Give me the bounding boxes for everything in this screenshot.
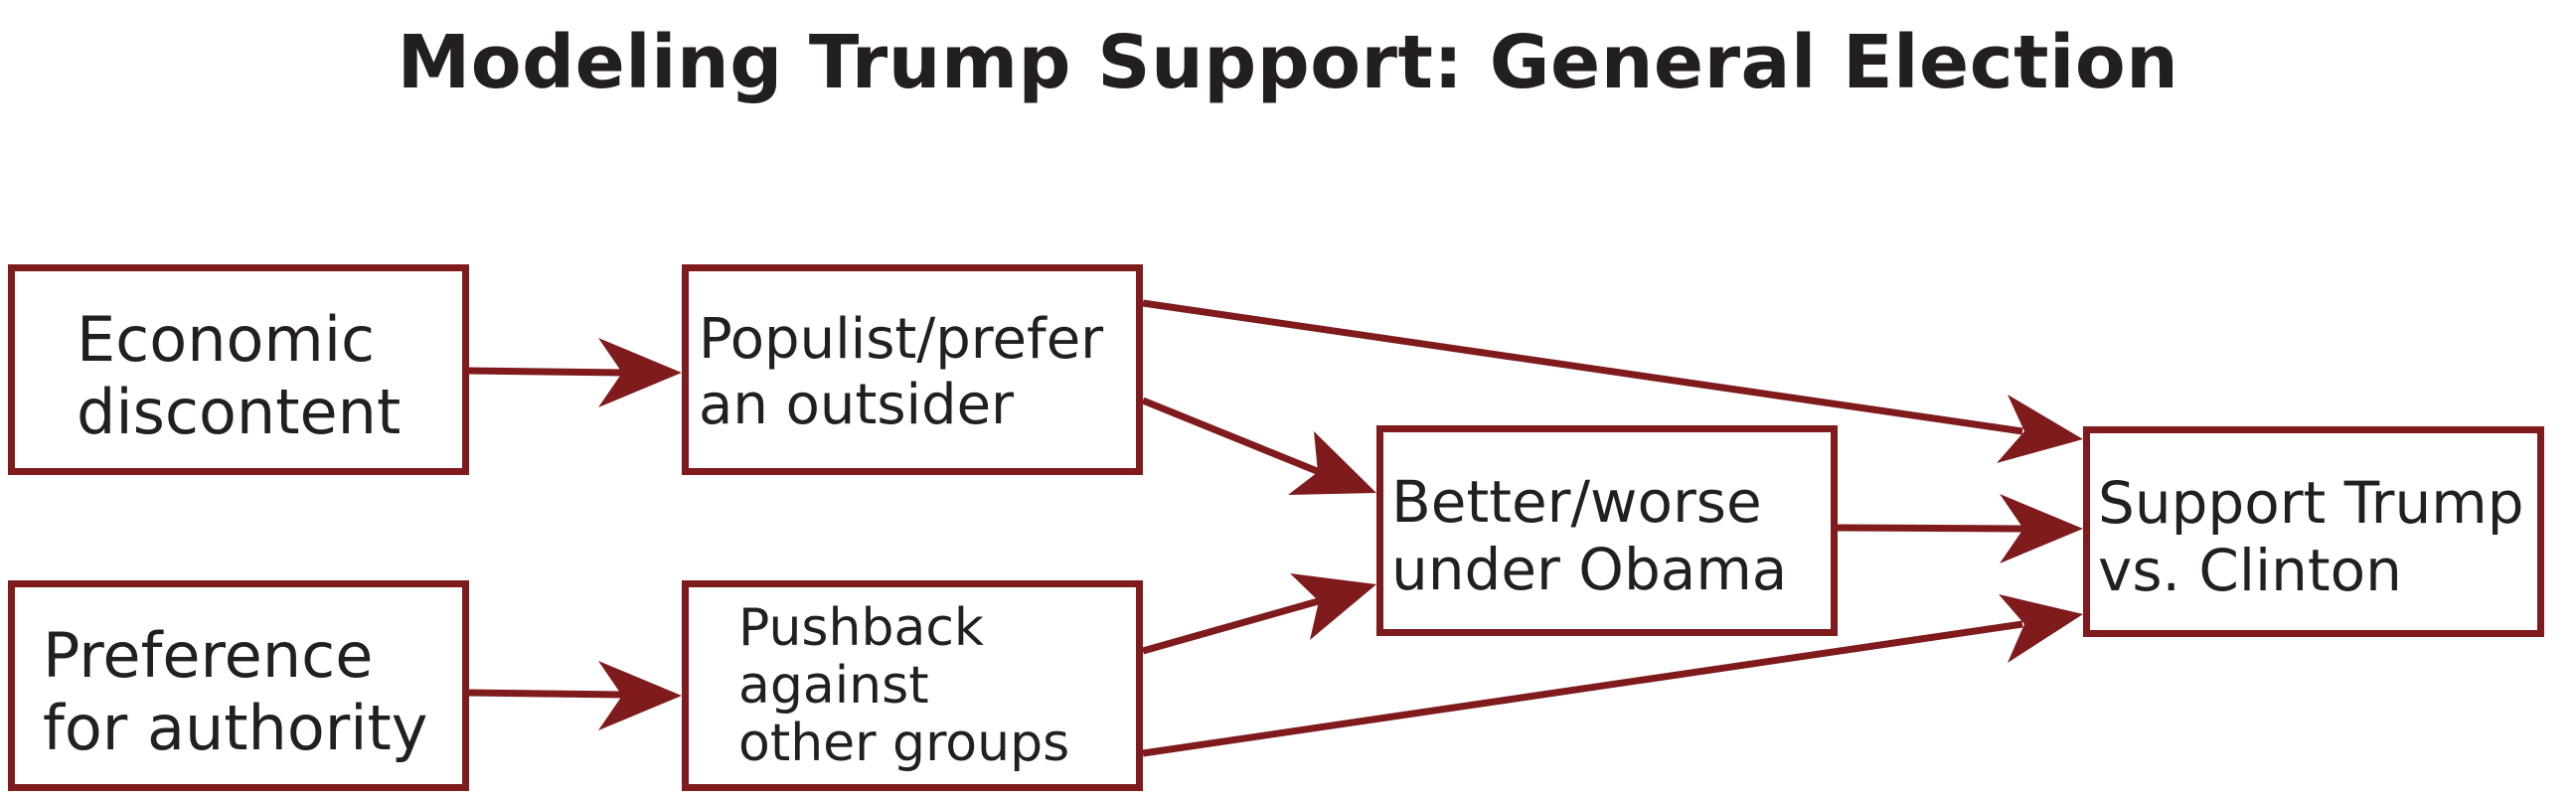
node-economic-discontent: Economic discontent [8,264,469,475]
node-line: against [738,656,929,717]
edge-populist-to-support [1142,299,2083,463]
node-pushback-groups: Pushback against other groups [682,580,1143,791]
node-line: Preference [43,619,374,692]
node-line: Pushback [738,598,985,658]
node-line: under Obama [1391,536,1788,604]
node-preference-for-authority: Preference for authority [8,580,469,791]
node-better-worse-obama: Better/worse under Obama [1376,425,1838,636]
node-support-trump: Support Trump vs. Clinton [2083,426,2544,637]
node-line: for authority [43,692,428,765]
edge-pushback-to-support [1142,594,2083,757]
node-line: Populist/prefer [699,307,1104,372]
edge-populist-to-obama [1141,397,1376,495]
edge-economic-to-populist [468,338,682,407]
node-populist-outsider: Populist/prefer an outsider [682,264,1143,475]
diagram-title: Modeling Trump Support: General Election [397,20,2179,105]
node-line: Economic [77,303,376,376]
node-line: Support Trump [2098,469,2524,537]
node-line: other groups [738,714,1070,774]
edge-pushback-to-obama [1142,573,1376,655]
node-line: Better/worse [1391,468,1762,536]
node-line: an outsider [699,373,1015,438]
edge-authority-to-pushback [468,661,682,730]
edge-obama-to-support [1837,494,2083,563]
node-line: discontent [77,376,402,449]
node-line: vs. Clinton [2098,537,2402,605]
